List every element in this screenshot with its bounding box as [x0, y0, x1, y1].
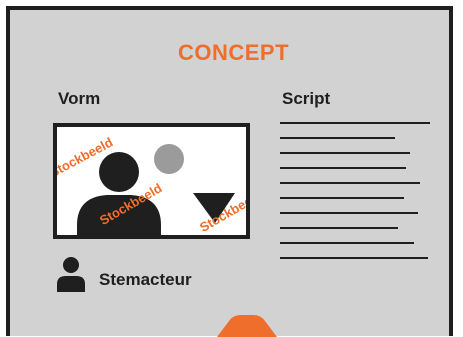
card-title: CONCEPT — [10, 40, 457, 66]
person-icon — [56, 256, 86, 292]
person-head-shape — [99, 152, 139, 192]
bottom-tab-shape — [217, 315, 277, 337]
script-line — [280, 227, 398, 229]
vorm-heading: Vorm — [58, 89, 100, 109]
script-line — [280, 167, 406, 169]
script-line — [280, 152, 410, 154]
script-heading: Script — [282, 89, 330, 109]
script-line — [280, 122, 430, 124]
stock-image-frame: Stockbeeld Stockbeeld Stockbeeld — [53, 123, 250, 239]
script-line — [280, 137, 395, 139]
grey-circle-shape — [154, 144, 184, 174]
script-text-lines — [280, 120, 440, 260]
script-line — [280, 212, 418, 214]
concept-card: CONCEPT Vorm Script Stockbeeld Stockbeel… — [6, 6, 453, 336]
script-line — [280, 242, 414, 244]
script-line — [280, 257, 428, 259]
script-line — [280, 197, 404, 199]
voice-actor-label: Stemacteur — [99, 270, 192, 290]
script-line — [280, 182, 420, 184]
